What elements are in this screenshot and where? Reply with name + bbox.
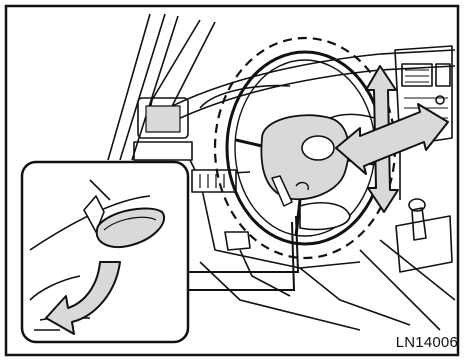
detail-inset: [22, 162, 188, 342]
horn-pad: [302, 136, 334, 160]
inset-frame: [22, 162, 188, 342]
four-way-adjust-arrow: [336, 66, 448, 212]
figure-code-label: LN14006: [396, 334, 458, 351]
wheel-hub: [261, 115, 348, 199]
gear-shifter: [412, 208, 426, 240]
pedal: [225, 232, 250, 250]
